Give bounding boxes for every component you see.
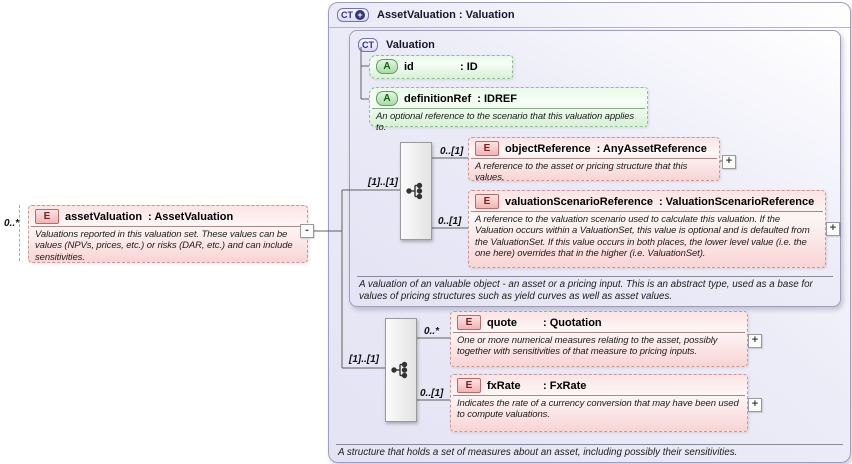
attribute-id[interactable]: A id : ID [369,55,513,79]
attribute-icon: A [376,91,398,106]
element-title-row: E fxRate : FxRate [451,375,747,394]
attribute-name: definitionRef [404,92,472,105]
element-objectreference[interactable]: E objectReference : AnyAssetReference A … [468,137,720,183]
expand-toggle[interactable]: + [826,222,840,236]
complex-type-plus-icon[interactable]: CT+ [337,8,369,22]
attribute-title-row: A definitionRef : IDREF [370,88,647,107]
sequence-group [385,318,417,422]
element-icon: E [457,315,481,330]
attribute-type: : ID [460,60,478,73]
panel-header: CT+ AssetValuation : Valuation [329,3,850,28]
element-type: : AnyAssetReference [596,142,707,155]
cardinality-label: [1]..[1] [368,177,398,188]
attribute-title-row: A id : ID [370,56,512,75]
element-title-row: E assetValuation : AssetValuation [29,206,307,225]
cardinality-label: [1]..[1] [349,354,379,365]
collapse-toggle[interactable]: - [300,224,314,238]
complex-type-icon[interactable]: CT [358,38,378,52]
ct-badge-label: CT [341,10,353,20]
attribute-type: : IDREF [477,92,517,105]
element-name: assetValuation [65,210,143,223]
element-assetvaluation[interactable]: E assetValuation : AssetValuation Valuat… [28,205,308,263]
element-valuationscenarioreference[interactable]: E valuationScenarioReference : Valuation… [468,190,826,268]
attribute-definitionref[interactable]: A definitionRef : IDREF An optional refe… [369,87,648,133]
cardinality-label: 0..* [4,218,20,229]
element-icon: E [475,194,499,209]
divider [31,226,305,227]
panel-header: CT Valuation [350,31,840,56]
expand-toggle[interactable]: + [748,334,762,348]
plus-icon: + [355,10,365,20]
element-annotation: A reference to the valuation scenario us… [475,214,810,259]
cardinality-label: 0..[1] [420,388,444,399]
panel-title: Valuation [386,39,435,51]
cardinality-label: 0..[1] [438,216,462,227]
panel-annotation: A valuation of an valuable object - an a… [357,276,833,303]
cardinality-label: 0..* [424,326,440,337]
element-annotation: A reference to the asset or pricing stru… [475,161,688,184]
element-title-row: E objectReference : AnyAssetReference [469,138,719,157]
element-name: quote [487,316,517,329]
element-icon: E [35,209,59,224]
attribute-name: id [404,60,414,73]
attribute-icon: A [376,59,398,74]
element-type: : ValuationScenarioReference [658,195,815,208]
element-icon: E [457,378,481,393]
element-title-row: E valuationScenarioReference : Valuation… [469,191,825,210]
attribute-annotation: An optional reference to the scenario th… [376,111,635,134]
tree-guide-line [19,205,20,261]
panel-title: AssetValuation : Valuation [377,9,515,21]
element-quote[interactable]: E quote : Quotation One or more numerica… [450,311,748,367]
element-name: fxRate [487,379,521,392]
divider [471,211,823,212]
divider [453,395,745,396]
sequence-icon [391,361,408,379]
expand-toggle[interactable]: + [722,155,736,169]
element-title-row: E quote : Quotation [451,312,747,331]
element-fxrate[interactable]: E fxRate : FxRate Indicates the rate of … [450,374,748,432]
sequence-group [400,142,432,240]
element-annotation: Indicates the rate of a currency convers… [457,398,739,421]
panel-annotation: A structure that holds a set of measures… [336,443,843,460]
divider [471,158,717,159]
divider [372,108,645,109]
element-annotation: Valuations reported in this valuation se… [35,229,293,263]
divider [453,332,745,333]
ct-badge-label: CT [362,40,374,50]
element-annotation: One or more numerical measures relating … [457,335,718,358]
expand-toggle[interactable]: + [748,398,762,412]
element-name: valuationScenarioReference [505,195,653,208]
element-type: : FxRate [543,379,587,392]
sequence-icon [406,182,423,200]
element-type: : AssetValuation [148,210,234,223]
element-type: : Quotation [543,316,602,329]
element-name: objectReference [505,142,591,155]
element-icon: E [475,141,499,156]
cardinality-label: 0..[1] [440,146,464,157]
